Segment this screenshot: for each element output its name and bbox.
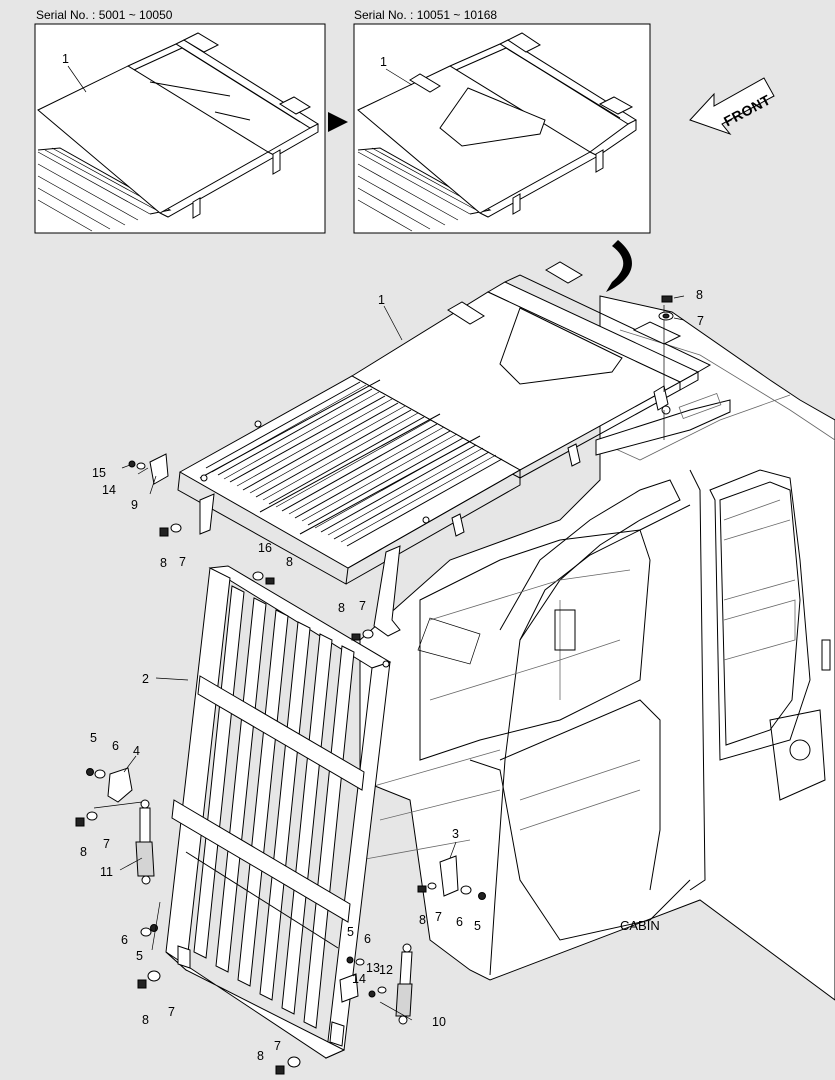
bracket-4 [107, 767, 133, 803]
inset-left-frame: 1 [34, 23, 326, 234]
callout-8e: 8 [80, 845, 87, 859]
cabin-label: CABIN [620, 918, 660, 933]
inset-right-callout-1: 1 [380, 55, 387, 69]
bracket-3 [439, 855, 459, 897]
callout-5c: 5 [347, 925, 354, 939]
callout-6b: 6 [121, 933, 128, 947]
hinge-bracket-left [199, 493, 215, 535]
callout-11: 11 [100, 865, 113, 879]
cabin-body: CABIN [359, 295, 835, 1001]
callout-4: 4 [133, 744, 140, 758]
callout-10: 10 [432, 1015, 446, 1029]
callout-8a: 8 [696, 288, 703, 302]
inset-right-hatch-cutout [439, 87, 546, 147]
callout-7a: 7 [697, 314, 704, 328]
callout-8h: 8 [257, 1049, 264, 1063]
callout-13: 13 [366, 961, 380, 975]
callout-9: 9 [131, 498, 138, 512]
inset-left-serial: Serial No. : 5001 ~ 10050 [36, 8, 173, 22]
callout-7f: 7 [168, 1005, 175, 1019]
inset-right-serial: Serial No. : 10051 ~ 10168 [354, 8, 497, 22]
roof-guard-assembly [177, 261, 712, 665]
callout-16: 16 [258, 541, 272, 555]
callout-5d: 5 [474, 919, 481, 933]
callout-7d: 7 [103, 837, 110, 851]
inset-left-callout-1: 1 [62, 52, 69, 66]
callout-3: 3 [452, 827, 459, 841]
callout-8b: 8 [160, 556, 167, 570]
callout-6a: 6 [112, 739, 119, 753]
callout-8f: 8 [419, 913, 426, 927]
callout-8c: 8 [286, 555, 293, 569]
inset-pointer-arrow-icon [606, 240, 632, 292]
callout-5a: 5 [90, 731, 97, 745]
callout-12: 12 [379, 963, 393, 977]
roof-grating [177, 375, 522, 585]
callout-14b: 14 [352, 972, 366, 986]
callout-8g: 8 [142, 1013, 149, 1027]
roof-hatch-cutout [499, 307, 623, 385]
bracket-10 [339, 973, 359, 1003]
callout-14a: 14 [102, 483, 116, 497]
gas-spring-12 [395, 943, 413, 1025]
callout-7g: 7 [274, 1039, 281, 1053]
gas-spring-11 [135, 799, 155, 885]
front-guard-assembly [165, 565, 392, 1059]
inset-right-roof-frame [409, 32, 638, 218]
callout-8d: 8 [338, 601, 345, 615]
callout-7b: 7 [179, 555, 186, 569]
callout-15: 15 [92, 466, 106, 480]
hinge-9 [149, 453, 169, 485]
callout-7e: 7 [435, 910, 442, 924]
inset-left-roof-frame [127, 32, 320, 219]
callout-2: 2 [142, 672, 149, 686]
callout-1: 1 [378, 293, 385, 307]
callout-labels: 1 2 3 4 5 5 5 5 6 6 6 6 7 7 7 7 7 7 7 8 … [80, 288, 704, 1063]
callout-6c: 6 [364, 932, 371, 946]
inset-right-frame: 1 [353, 23, 651, 234]
callout-5b: 5 [136, 949, 143, 963]
callout-6d: 6 [456, 915, 463, 929]
callout-7c: 7 [359, 599, 366, 613]
hinge-bracket-right [373, 545, 401, 637]
front-direction-arrow: FRONT [689, 77, 775, 136]
leader-lines [93, 295, 685, 1021]
inset-arrow-icon [328, 112, 348, 132]
